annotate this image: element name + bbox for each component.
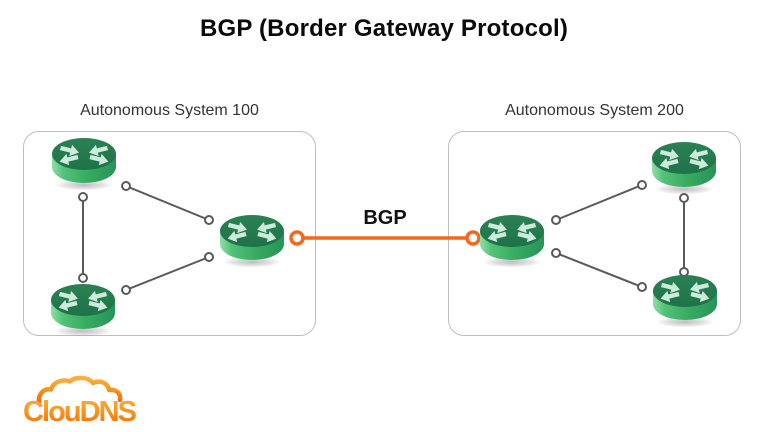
- as100-label: Autonomous System 100: [80, 102, 259, 119]
- bgp-link: [289, 230, 481, 246]
- bgp-link-endpoint: [465, 230, 481, 246]
- router-as200-bottom-right-icon: [653, 275, 717, 328]
- page-title: BGP (Border Gateway Protocol): [199, 15, 569, 42]
- link-line: [555, 184, 643, 221]
- bgp-link-endpoint: [289, 230, 305, 246]
- link-line: [125, 185, 210, 221]
- as100-links: [82, 185, 210, 291]
- logo-text: ClouDNS: [23, 396, 137, 428]
- router-as100-top-left-icon: [52, 138, 116, 191]
- link-line: [125, 256, 210, 291]
- clouddns-logo: ClouDNS: [23, 375, 137, 428]
- router-as200-border-icon: [480, 215, 544, 268]
- cloud-icon: [36, 375, 123, 405]
- router-as100-bottom-left-icon: [51, 284, 115, 337]
- router-as200-top-right-icon: [652, 142, 716, 195]
- as200-label: Autonomous System 200: [505, 102, 684, 119]
- as200-links: [555, 184, 685, 288]
- router-as100-border-icon: [220, 215, 284, 268]
- bgp-label: BGP: [363, 207, 407, 229]
- link-line: [555, 252, 643, 288]
